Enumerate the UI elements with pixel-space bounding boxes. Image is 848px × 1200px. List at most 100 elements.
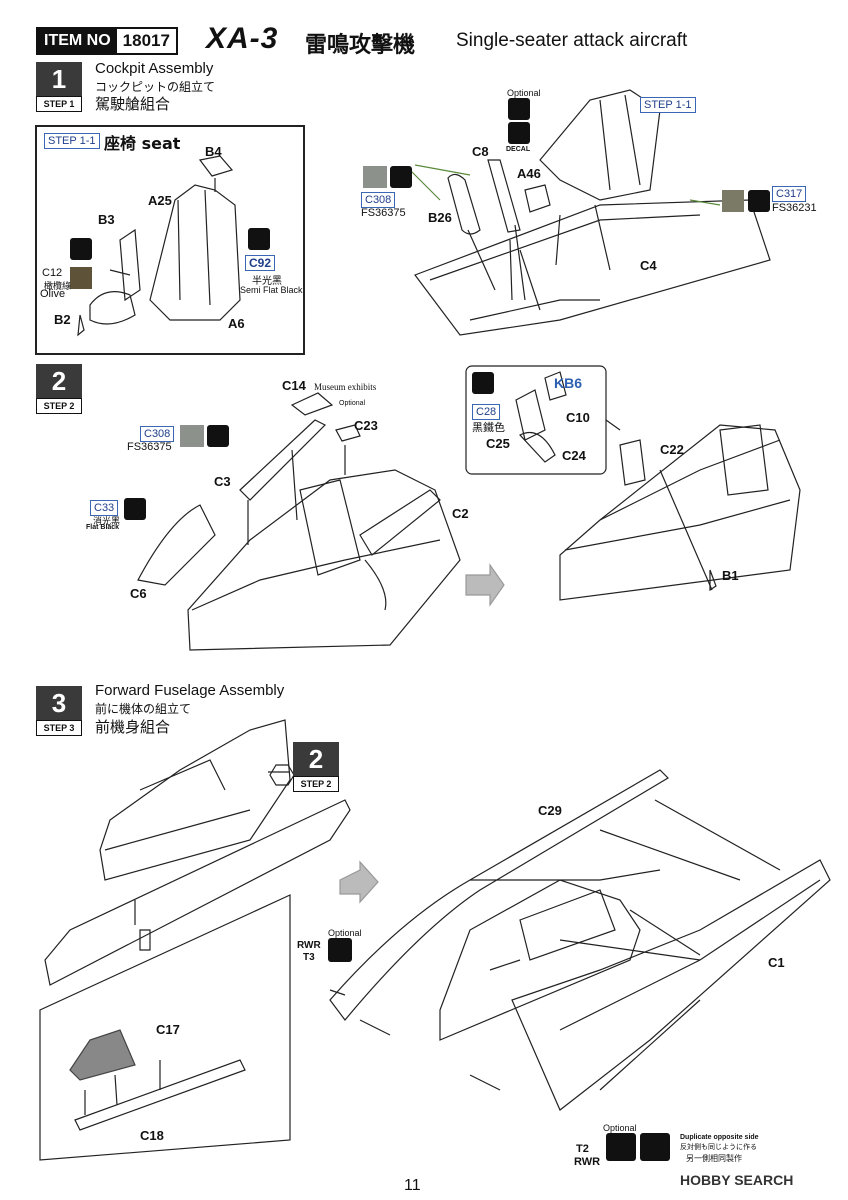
part-label-c14: C14 [282, 378, 306, 393]
part-label-c1: C1 [768, 955, 785, 970]
c28-code: C28 [472, 404, 501, 420]
c12-name: Olive [40, 288, 66, 300]
optional-label-1: Optional [507, 88, 541, 98]
step1-label: STEP 1 [36, 96, 82, 112]
step1-1-ref: STEP 1-1 [44, 133, 100, 149]
c17-c18-inset [39, 894, 291, 1161]
step1-title-en: Cockpit Assembly [95, 60, 214, 77]
c33-cjk: 消光黑 [93, 517, 121, 527]
c308-code: C308 [361, 192, 396, 208]
step3-lower-fuselage [44, 799, 351, 986]
step3-ref-label: STEP 2 [293, 776, 339, 792]
dup-jp: 反対側も同じように作る [680, 1143, 757, 1151]
part-label-a46: A46 [517, 166, 541, 181]
decal-label: DECAL [506, 146, 531, 153]
c12-cjk: 橄欖綠 [44, 282, 72, 292]
step3-badge: 3 STEP 3 [36, 686, 82, 736]
step3-title-cn: 前機身組合 [95, 718, 171, 736]
step1-1-frame [35, 125, 305, 355]
c317-code: C317 [772, 186, 807, 202]
step3-title-en: Forward Fuselage Assembly [95, 682, 285, 699]
part-c8-shape [487, 159, 521, 233]
part-label-c12: C12 [42, 267, 63, 279]
step2-cockpit [187, 469, 461, 651]
fs36375-swatch-2 [180, 425, 204, 447]
step3-cockpit [99, 719, 291, 881]
part-c14-plate [290, 392, 334, 416]
paint-icon-c92 [248, 228, 270, 250]
model-name: XA-3 [206, 22, 279, 55]
part-label-c23: C23 [354, 418, 378, 433]
paint-icon-c28 [472, 372, 494, 394]
part-label-b2: B2 [54, 312, 71, 327]
part-label-c24: C24 [562, 448, 586, 463]
part-c17-shape [69, 1029, 136, 1081]
seat-in-cockpit [299, 479, 361, 576]
paint-icon-c33 [124, 498, 146, 520]
part-c2-shape [359, 489, 441, 556]
fs36375-swatch [363, 166, 387, 188]
ejection-seat [539, 89, 661, 201]
page-number: 11 [404, 1177, 421, 1194]
cockpit-tub-c4 [414, 199, 771, 336]
item-badge: ITEM NO 18017 [36, 27, 178, 55]
c308-code-2: C308 [140, 426, 175, 442]
part-label-c6: C6 [130, 586, 147, 601]
item-label: ITEM NO [38, 29, 117, 53]
part-label-c22: C22 [660, 442, 684, 457]
part-label-a6: A6 [228, 316, 245, 331]
optional-ab-icon-t3 [328, 938, 352, 962]
c308-fs-2: FS36375 [127, 441, 172, 453]
part-label-c10: C10 [566, 410, 590, 425]
rwr-label-2: RWR [574, 1156, 601, 1168]
museum-label: Museum exhibits [314, 382, 377, 392]
step1-1-title: 座椅 seat [104, 134, 181, 153]
part-c18-shape [74, 1059, 246, 1131]
step1-1-ref-right: STEP 1-1 [640, 97, 696, 113]
optional-label-4: Optional [603, 1123, 637, 1133]
part-label-b4: B4 [205, 144, 222, 159]
part-label-b3: B3 [98, 212, 115, 227]
step3-ref-badge: 2 STEP 2 [293, 742, 339, 792]
dup-cn: 另一側相同製作 [686, 1154, 742, 1163]
part-label-c18: C18 [140, 1128, 164, 1143]
dup-en: Duplicate opposite side [680, 1134, 759, 1141]
step2-label: STEP 2 [36, 398, 82, 414]
c33-code: C33 [90, 500, 119, 516]
part-label-a25: A25 [148, 193, 172, 208]
part-label-c3: C3 [214, 474, 231, 489]
part-b4-shape [198, 155, 234, 177]
seat-body [149, 184, 241, 321]
t3-label: T3 [303, 952, 315, 963]
step1-badge: 1 STEP 1 [36, 62, 82, 112]
step3-label: STEP 3 [36, 720, 82, 736]
c317-fs: FS36231 [772, 202, 817, 214]
optional-label-2: Optional [339, 400, 366, 407]
optional-ab-icon [508, 98, 530, 120]
part-c1-shape [511, 859, 831, 1111]
hex-ref [269, 764, 295, 786]
c92-cjk: 半光黑 [252, 276, 282, 287]
part-c6-canopy [137, 504, 216, 586]
part-label-c2: C2 [452, 506, 469, 521]
part-label-b26: B26 [428, 210, 452, 225]
step2-badge: 2 STEP 2 [36, 364, 82, 414]
duplicate-icon [640, 1133, 670, 1161]
step3-mid-assembly [439, 879, 641, 1041]
part-c29-shape [329, 769, 669, 1021]
c308-fs: FS36375 [361, 207, 406, 219]
step1-number: 1 [36, 62, 82, 96]
olive-swatch [70, 267, 92, 289]
paint-icon-c308 [390, 166, 412, 188]
rwr-label-1: RWR [297, 940, 321, 951]
part-c3-shape [239, 419, 327, 501]
c92-code: C92 [245, 255, 276, 271]
c33-name: Flat Black [86, 524, 120, 531]
part-label-c25: C25 [486, 436, 510, 451]
part-label-c17: C17 [156, 1022, 180, 1037]
c92-name: Semi Flat Black [240, 285, 303, 295]
model-name-cjk: 雷鳴攻擊機 [305, 33, 416, 58]
step3-number: 3 [36, 686, 82, 720]
optional-ab-icon-t2 [606, 1133, 636, 1161]
